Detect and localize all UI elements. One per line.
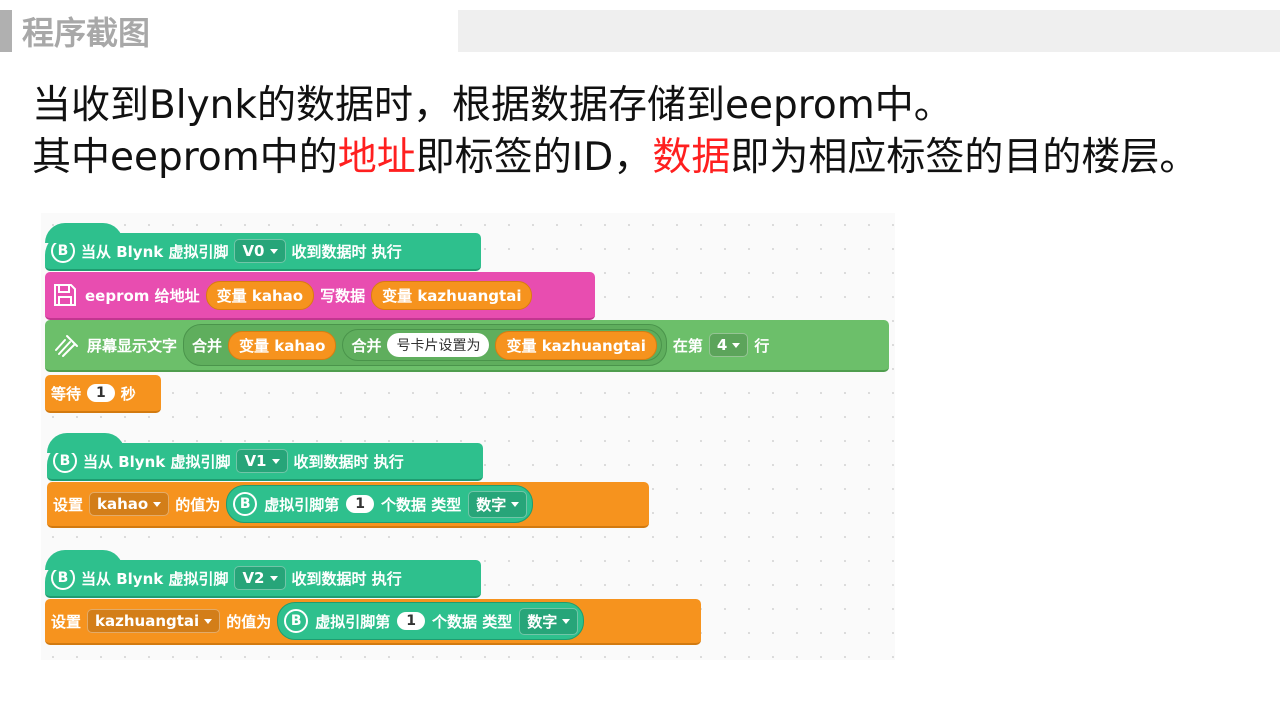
chevron-down-icon <box>153 501 162 507</box>
value-label: 的值为 <box>175 495 221 514</box>
screen-display-icon <box>55 335 78 357</box>
type-dropdown[interactable]: 数字 <box>468 490 528 518</box>
blynk-b-icon: B <box>51 239 75 263</box>
blynk-b-icon: B <box>233 492 258 516</box>
set-variable-block-kazhuangtai[interactable]: 设置 kazhuangtai 的值为 B 虚拟引脚第 1 个数据 类型 数字 <box>45 599 701 645</box>
description-line-1: 当收到Blynk的数据时，根据数据存储到eeprom中。 <box>32 83 953 128</box>
screen-display-text-block[interactable]: 屏幕显示文字 合并 变量 kahao 合并 号卡片设置为 变量 kazhuang… <box>45 320 889 372</box>
description-line-2: 其中eeprom中的地址即标签的ID，数据即为相应标签的目的楼层。 <box>32 134 1198 182</box>
set-label: 设置 <box>51 612 82 631</box>
vpin-label: 虚拟引脚第 <box>264 495 340 514</box>
blynk-event-block-v0[interactable]: B 当从 Blynk 虚拟引脚 V0 收到数据时 执行 <box>45 223 481 271</box>
floppy-disk-icon <box>54 284 76 306</box>
type-value: 数字 <box>476 495 507 514</box>
blynk-b-icon: B <box>284 609 309 633</box>
pin-value: V0 <box>242 242 265 260</box>
row-value: 4 <box>716 336 728 354</box>
virtual-pin-read-block[interactable]: B 虚拟引脚第 1 个数据 类型 数字 <box>226 485 534 523</box>
eeprom-write-block[interactable]: eeprom 给地址 变量 kahao 写数据 变量 kazhuangtai <box>45 272 595 320</box>
variable-kazhuangtai[interactable]: 变量 kazhuangtai <box>371 280 533 310</box>
text-literal[interactable]: 号卡片设置为 <box>387 333 490 357</box>
wait-unit: 秒 <box>120 384 136 403</box>
block-editor-canvas[interactable]: B 当从 Blynk 虚拟引脚 V0 收到数据时 执行 eeprom 给地址 变… <box>41 213 895 660</box>
chevron-down-icon <box>204 618 213 624</box>
row-suffix-label: 行 <box>754 336 770 355</box>
header-band <box>458 10 1280 52</box>
wait-seconds-input[interactable]: 1 <box>87 384 115 402</box>
blynk-b-icon: B <box>51 566 75 590</box>
set-label: 设置 <box>53 495 84 514</box>
pin-value: V2 <box>242 569 265 587</box>
variable-name: kazhuangtai <box>95 612 200 630</box>
type-value: 数字 <box>527 612 558 631</box>
chevron-down-icon <box>271 458 280 464</box>
join-label: 合并 <box>192 336 223 355</box>
desc-text: 即标签的ID， <box>415 135 653 180</box>
wait-block[interactable]: 等待 1 秒 <box>45 375 161 413</box>
variable-kazhuangtai[interactable]: 变量 kazhuangtai <box>495 330 657 360</box>
chevron-down-icon <box>562 618 571 624</box>
row-prefix-label: 在第 <box>672 336 703 355</box>
display-label: 屏幕显示文字 <box>87 336 178 355</box>
type-label: 个数据 类型 <box>431 612 513 631</box>
event-label: 当从 Blynk 虚拟引脚 <box>81 242 229 261</box>
pin-dropdown-v1[interactable]: V1 <box>236 449 288 473</box>
value-label: 的值为 <box>226 612 272 631</box>
variable-name: kahao <box>97 495 149 513</box>
blynk-b-icon: B <box>53 449 77 473</box>
chevron-down-icon <box>732 342 741 348</box>
blynk-event-block-v1[interactable]: B 当从 Blynk 虚拟引脚 V1 收到数据时 执行 <box>47 433 483 481</box>
desc-highlight-address: 地址 <box>337 135 416 180</box>
event-suffix: 收到数据时 执行 <box>293 452 404 471</box>
variable-kahao[interactable]: 变量 kahao <box>205 280 315 310</box>
pin-dropdown-v0[interactable]: V0 <box>234 239 286 263</box>
chevron-down-icon <box>511 501 520 507</box>
type-label: 个数据 类型 <box>381 495 462 514</box>
desc-highlight-data: 数据 <box>652 135 731 180</box>
row-dropdown[interactable]: 4 <box>708 333 749 357</box>
desc-text: 即为相应标签的目的楼层。 <box>730 135 1199 180</box>
eeprom-write-label: 写数据 <box>320 286 366 305</box>
data-index-input[interactable]: 1 <box>346 495 375 513</box>
event-label: 当从 Blynk 虚拟引脚 <box>81 569 229 588</box>
page-title: 程序截图 <box>22 14 151 52</box>
variable-dropdown-kahao[interactable]: kahao <box>89 492 170 516</box>
pin-dropdown-v2[interactable]: V2 <box>234 566 286 590</box>
wait-label: 等待 <box>51 384 82 403</box>
data-index-input[interactable]: 1 <box>397 612 425 630</box>
join-block-inner[interactable]: 合并 号卡片设置为 变量 kazhuangtai <box>342 329 662 361</box>
chevron-down-icon <box>269 248 278 254</box>
header-accent-bar <box>0 10 12 52</box>
event-label: 当从 Blynk 虚拟引脚 <box>83 452 231 471</box>
eeprom-label: eeprom 给地址 <box>85 286 200 305</box>
variable-kahao[interactable]: 变量 kahao <box>228 330 337 360</box>
pin-value: V1 <box>244 452 267 470</box>
variable-dropdown-kazhuangtai[interactable]: kazhuangtai <box>87 609 221 633</box>
event-suffix: 收到数据时 执行 <box>291 569 402 588</box>
join-label: 合并 <box>351 336 382 355</box>
desc-text: 其中eeprom中的 <box>32 135 338 180</box>
blynk-event-block-v2[interactable]: B 当从 Blynk 虚拟引脚 V2 收到数据时 执行 <box>45 550 481 598</box>
join-block-outer[interactable]: 合并 变量 kahao 合并 号卡片设置为 变量 kazhuangtai <box>183 324 667 366</box>
type-dropdown[interactable]: 数字 <box>519 607 579 635</box>
set-variable-block-kahao[interactable]: 设置 kahao 的值为 B 虚拟引脚第 1 个数据 类型 数字 <box>47 482 649 528</box>
chevron-down-icon <box>269 575 278 581</box>
vpin-label: 虚拟引脚第 <box>315 612 391 631</box>
virtual-pin-read-block[interactable]: B 虚拟引脚第 1 个数据 类型 数字 <box>277 602 585 640</box>
event-suffix: 收到数据时 执行 <box>291 242 402 261</box>
